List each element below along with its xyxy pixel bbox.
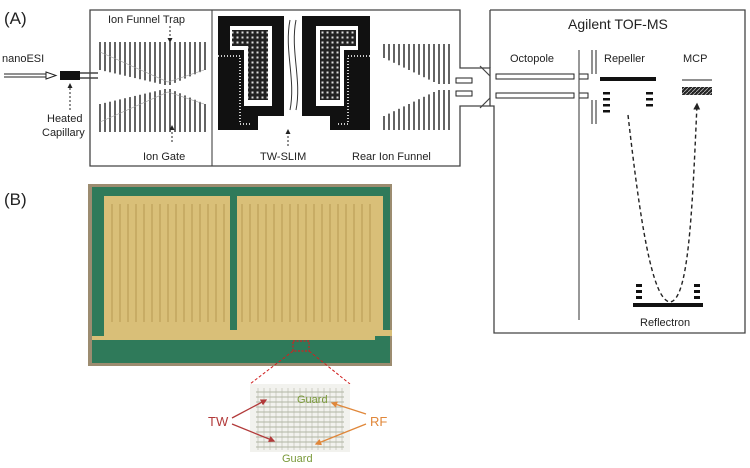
transfer-optics [455,65,491,109]
rear-funnel-label: Rear Ion Funnel [352,151,431,163]
panel-a-label: (A) [4,9,27,28]
rear-ion-funnel [383,44,450,130]
repeller-plate [600,77,656,81]
heated-capillary [60,71,98,80]
capillary-label-2: Capillary [42,127,85,139]
repeller-label: Repeller [604,53,645,65]
funnel-trap-label: Ion Funnel Trap [108,14,185,26]
tw-arrow-upper [231,399,268,419]
tw-arrow-lower [231,423,276,443]
nanoesi-label: nanoESI [2,53,44,65]
reflectron-stack [633,284,703,307]
reflectron-label: Reflectron [640,317,690,329]
tof-title: Agilent TOF-MS [568,16,668,32]
rf-arrow-lower [314,423,367,446]
tof-chamber-outline [489,9,746,334]
zoom-region-box [292,340,310,352]
capillary-label-1: Heated [47,113,82,125]
slim-board-photo [88,184,392,366]
tw-slim-module [218,16,370,130]
accelerator-stack [603,92,653,113]
mcp-label: MCP [683,53,707,65]
zoom-line-right [308,350,351,385]
panel-b-label: (B) [4,190,27,209]
tw-slim-label: TW-SLIM [260,151,306,163]
rf-arrow-upper [330,401,367,415]
zoom-line-left [249,350,294,385]
inset-tw-label: TW [208,414,229,429]
inset-guard-bottom-label: Guard [282,453,313,465]
electrode-inset [250,384,350,452]
octopole-label: Octopole [510,53,554,65]
ion-flight-path [627,102,701,303]
mcp-detector [682,79,712,95]
inset-guard-top-label: Guard [297,394,328,406]
nanoesi-emitter [4,71,58,80]
octopole-rods [495,73,575,99]
vacuum-chamber-outline [89,9,491,167]
ion-funnel-trap [99,42,206,132]
slicer-lenses [578,50,597,124]
ion-gate-label: Ion Gate [143,151,185,163]
inset-rf-label: RF [370,414,387,429]
